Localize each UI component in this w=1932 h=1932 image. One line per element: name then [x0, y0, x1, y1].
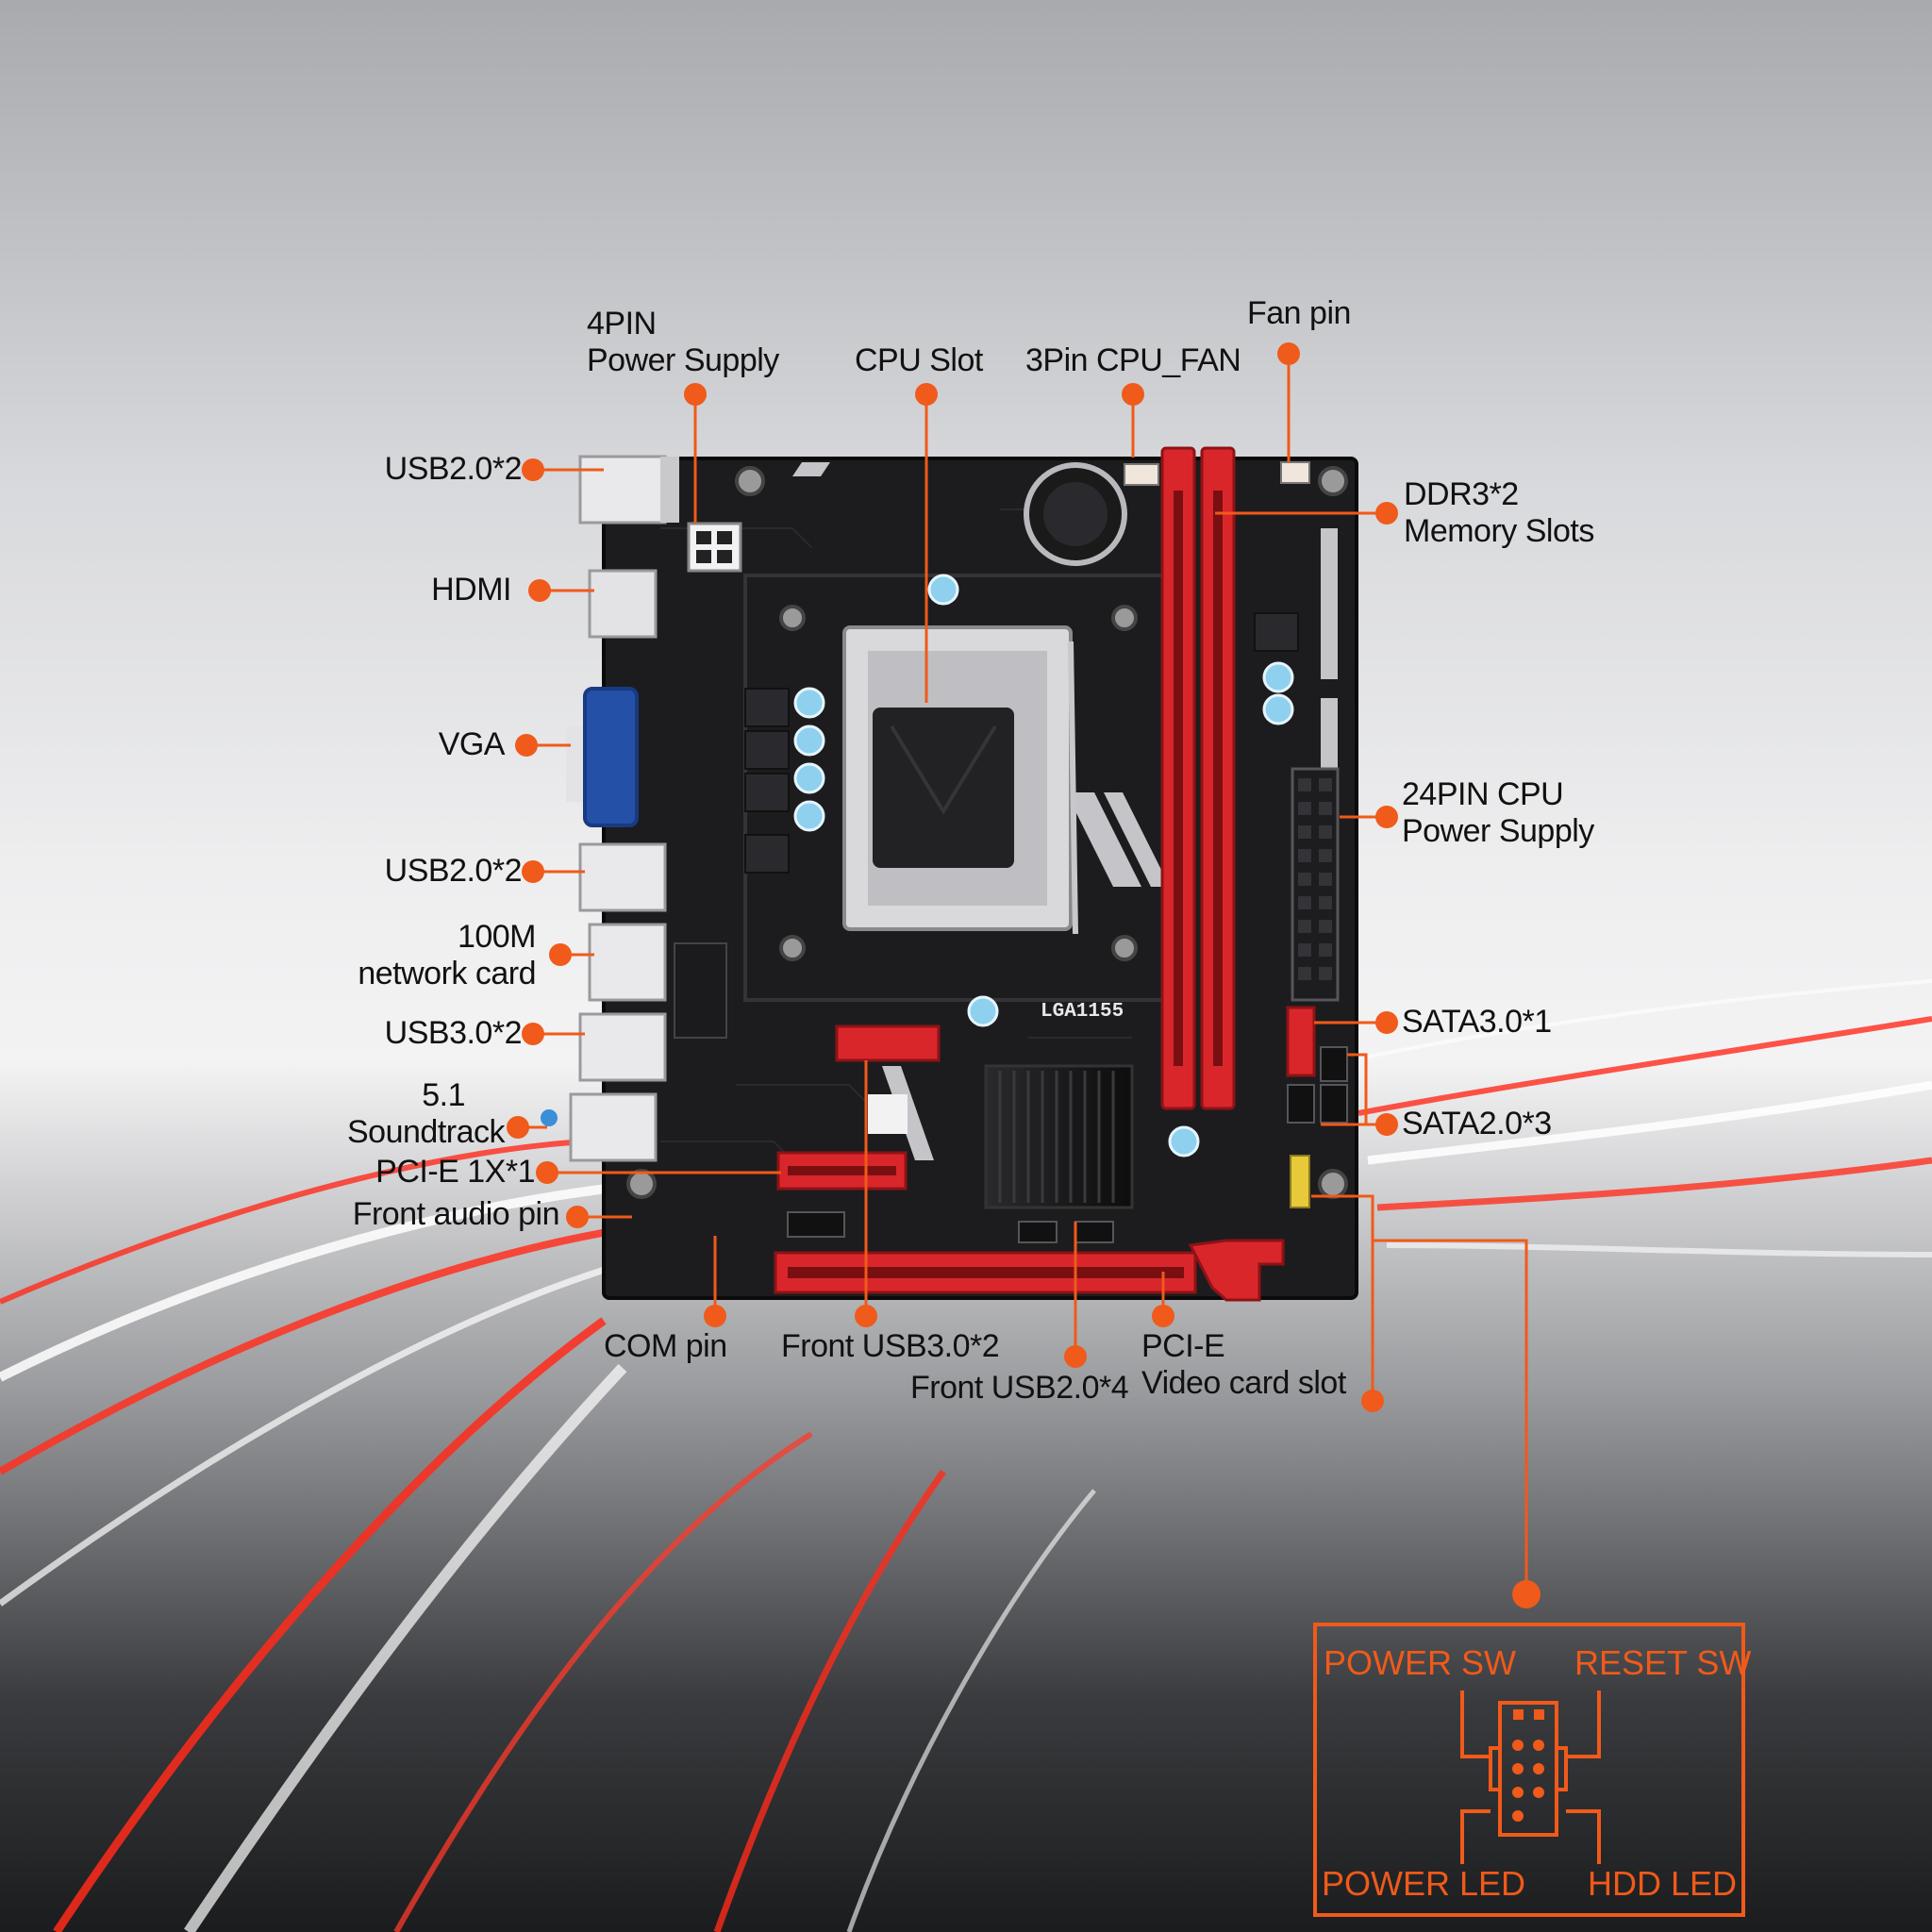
label-soundtrack-line2: Soundtrack	[347, 1114, 506, 1150]
legend-power-led: POWER LED	[1322, 1864, 1526, 1903]
label-sata2: SATA2.0*3	[1402, 1106, 1552, 1141]
label-network-line2: network card	[358, 956, 536, 991]
label-network-card: 100M network card	[321, 919, 536, 992]
rear-io	[541, 455, 727, 1162]
callout-dots	[507, 342, 1541, 1608]
label-ddr3: DDR3*2 Memory Slots	[1404, 476, 1594, 550]
label-front-usb2: Front USB2.0*4	[910, 1370, 1129, 1406]
label-fan-pin: Fan pin	[1247, 295, 1351, 331]
label-24pin-line2: Power Supply	[1402, 813, 1594, 849]
light-trails	[0, 979, 1932, 1932]
label-24pin-power: 24PIN CPU Power Supply	[1402, 776, 1594, 850]
label-pcie-video-line1: PCI-E	[1141, 1328, 1225, 1364]
label-hdmi: HDMI	[431, 572, 511, 608]
front-panel-pin-diagram	[1460, 1690, 1601, 1864]
legend-reset-sw: RESET SW	[1574, 1643, 1752, 1682]
label-front-audio: Front audio pin	[352, 1196, 560, 1232]
label-4pin-power-line1: 4PIN	[587, 306, 657, 341]
label-pcie-1x: PCI-E 1X*1	[375, 1154, 535, 1190]
label-4pin-power-line2: Power Supply	[587, 342, 779, 378]
callout-lines	[518, 354, 1528, 1594]
label-pcie-video: PCI-E Video card slot	[1141, 1328, 1346, 1402]
label-24pin-line1: 24PIN CPU	[1402, 776, 1564, 812]
label-vga: VGA	[438, 726, 506, 762]
label-cpu-fan: 3Pin CPU_FAN	[1025, 342, 1241, 378]
ddr3-slots	[1160, 446, 1236, 1110]
label-ddr3-line1: DDR3*2	[1404, 476, 1519, 512]
label-usb30: USB3.0*2	[384, 1015, 523, 1051]
label-soundtrack-line1: 5.1	[422, 1077, 465, 1113]
label-front-usb3: Front USB3.0*2	[781, 1328, 1000, 1364]
socket-label: LGA1155	[1041, 1001, 1124, 1023]
legend-power-sw: POWER SW	[1324, 1643, 1516, 1682]
label-cpu-slot: CPU Slot	[855, 342, 983, 378]
label-4pin-power: 4PIN Power Supply	[587, 306, 779, 379]
label-usb20-top: USB2.0*2	[384, 451, 523, 487]
label-sata3: SATA3.0*1	[1402, 1004, 1552, 1040]
label-pcie-video-line2: Video card slot	[1141, 1365, 1346, 1401]
label-network-line1: 100M	[457, 919, 537, 955]
label-usb20-mid: USB2.0*2	[384, 853, 523, 889]
label-ddr3-line2: Memory Slots	[1404, 513, 1594, 549]
label-soundtrack: 5.1 Soundtrack	[311, 1077, 506, 1151]
motherboard: LGA1155	[541, 446, 1358, 1302]
label-com-pin: COM pin	[604, 1328, 727, 1364]
front-panel-legend: POWER SW RESET SW POWER LED HDD LED	[1313, 1623, 1751, 1917]
legend-hdd-led: HDD LED	[1588, 1864, 1738, 1903]
